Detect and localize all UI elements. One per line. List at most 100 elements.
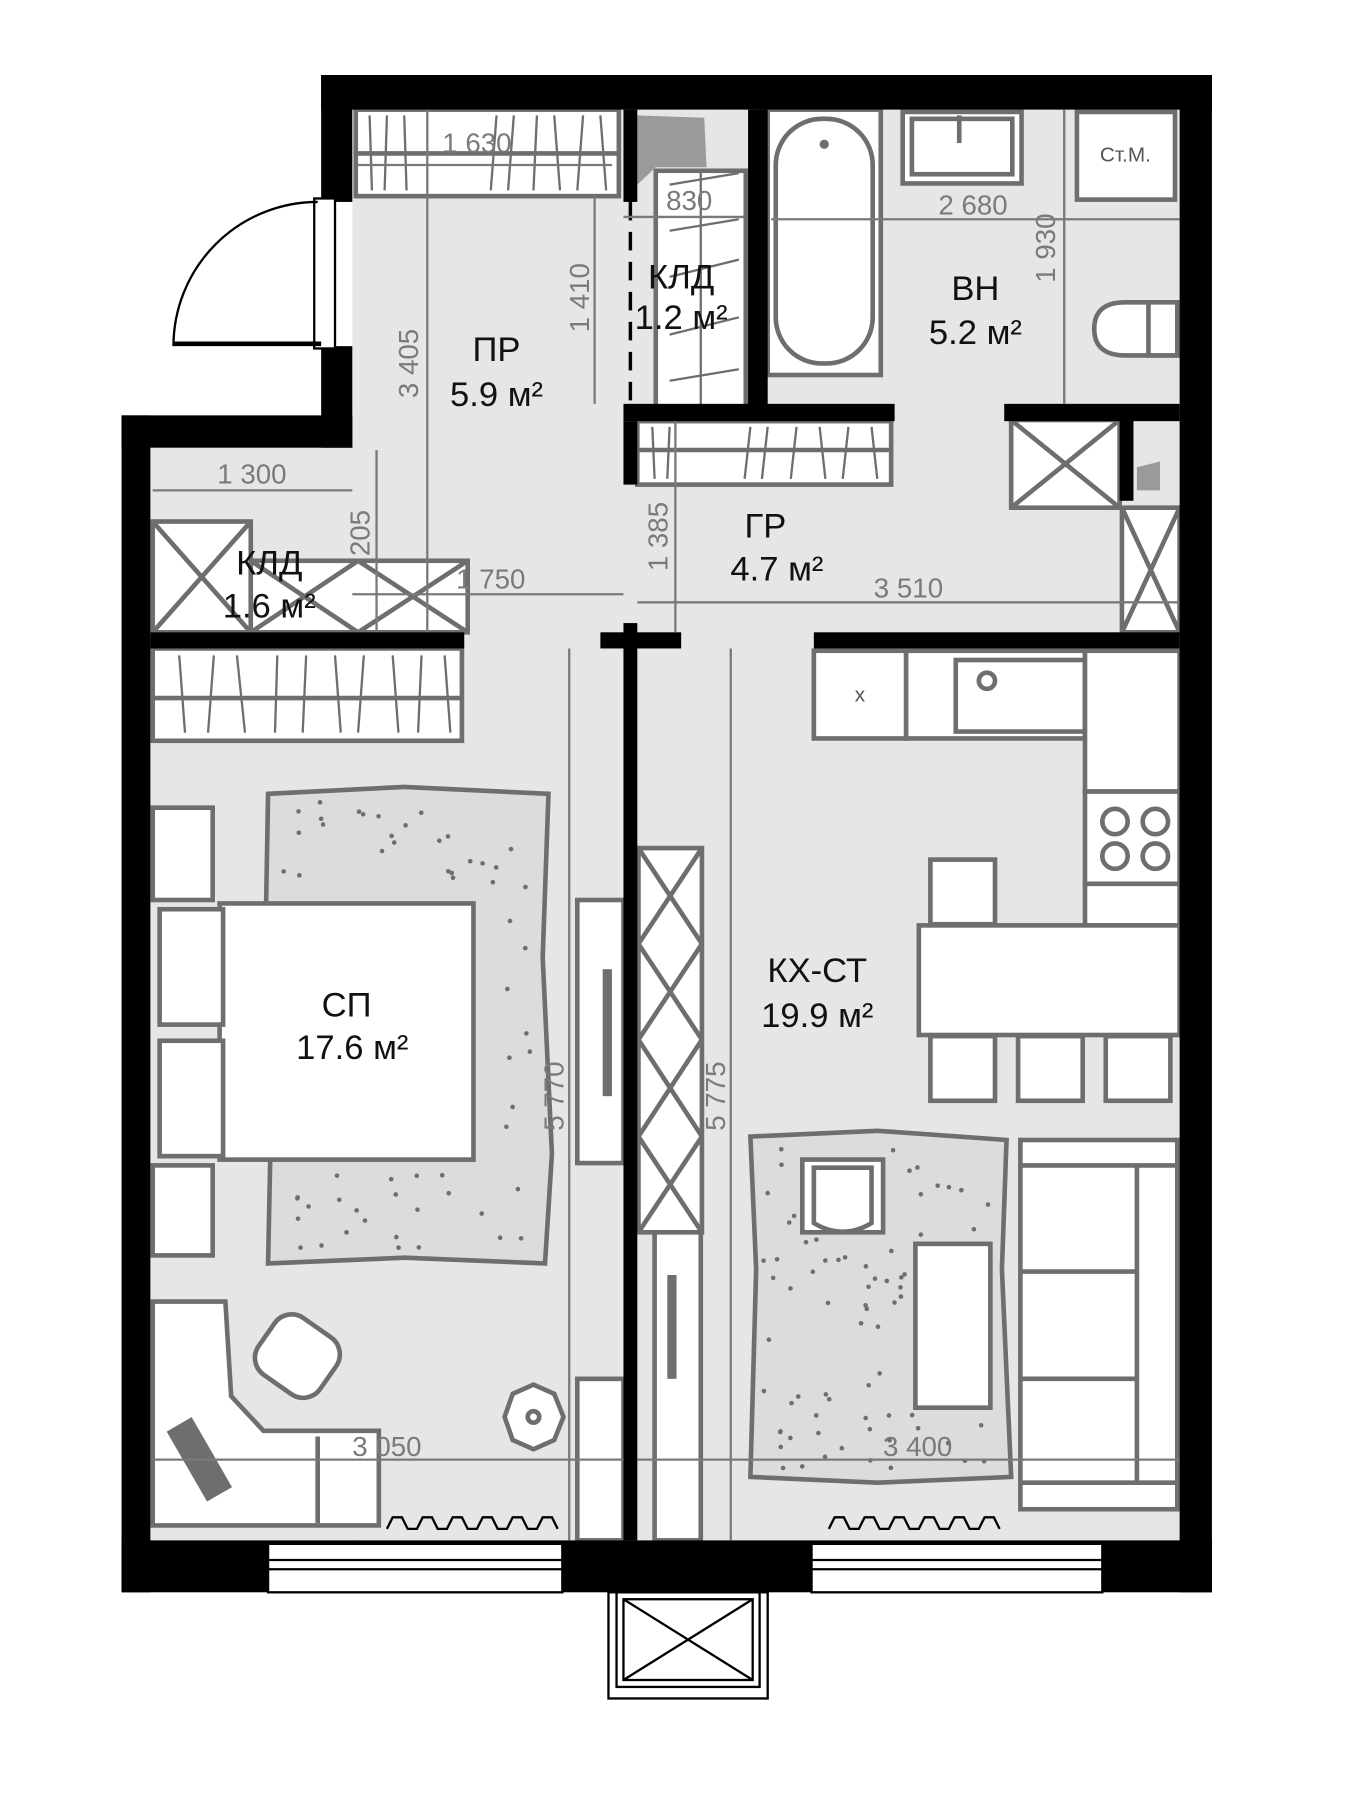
- windows: [266, 1542, 1104, 1594]
- dim-closet-left-offset: 205: [345, 510, 376, 556]
- rug-dot: [480, 861, 485, 866]
- dim-bathroom-width: 2 680: [938, 190, 1007, 221]
- dim-hall-width: 1 750: [456, 563, 525, 594]
- rug-dot: [393, 1192, 399, 1197]
- dim-wardrobe-room-width: 3 510: [874, 573, 943, 604]
- coffee-table: [913, 1241, 993, 1410]
- rug-dot: [504, 1124, 509, 1130]
- rug-dot: [522, 945, 528, 951]
- rug-dot: [778, 1146, 784, 1152]
- rug-dot: [298, 1245, 303, 1250]
- rug-dot: [872, 1276, 878, 1281]
- rug-dot: [317, 800, 323, 805]
- rug-dot: [376, 813, 381, 819]
- closet-small-shelves: [637, 115, 749, 410]
- bedroom-radiator: [385, 1516, 559, 1530]
- rug-dot: [761, 1388, 767, 1394]
- rug-dot: [505, 986, 510, 992]
- rug-dot: [791, 1213, 797, 1219]
- dim-bathroom-depth: 1 930: [1030, 213, 1061, 282]
- rug-dot: [766, 1337, 772, 1343]
- dim-kitchen-width: 3 400: [883, 1431, 952, 1462]
- rug-dot: [515, 1186, 521, 1192]
- sofa: [1018, 1137, 1180, 1512]
- rug-dot: [336, 1197, 342, 1203]
- rug-dot: [788, 1286, 793, 1291]
- room-closet-small-area: 1.2 м²: [635, 299, 728, 337]
- rug-dot: [978, 1422, 984, 1428]
- rug-dot: [414, 1173, 420, 1179]
- rug-dot: [510, 1104, 515, 1110]
- rug-dot: [863, 1303, 868, 1308]
- dim-closet-left-width: 1 300: [217, 458, 286, 489]
- rug-dot: [389, 833, 394, 839]
- room-labels: ПР 5.9 м² КЛД 1.2 м² ВН 5.2 м² КЛД 1.6 м…: [223, 258, 1022, 1067]
- rug-dot: [778, 1444, 784, 1450]
- rug-dot: [403, 823, 408, 828]
- rug-dot: [788, 1435, 793, 1441]
- room-bedroom-area: 17.6 м²: [296, 1029, 408, 1067]
- rug-dot: [418, 810, 424, 816]
- rug-dot: [770, 1275, 776, 1281]
- rug-dot: [497, 1235, 503, 1240]
- rug-dot: [446, 868, 451, 874]
- rug-dot: [915, 1165, 920, 1170]
- rug-dot: [761, 1258, 766, 1263]
- washing-machine-label: Ст.М.: [1100, 144, 1151, 167]
- rug-dot: [319, 1243, 324, 1248]
- rug-dot: [524, 1031, 529, 1036]
- rug-dot: [945, 1440, 951, 1446]
- rug-dot: [334, 1173, 340, 1178]
- rug-dot: [362, 1218, 368, 1223]
- rug-dot: [296, 830, 302, 836]
- room-closet-left-label: КЛД: [236, 545, 302, 583]
- rug-dot: [777, 1429, 783, 1435]
- rug-dot: [774, 1256, 780, 1262]
- rug-dot: [523, 884, 528, 890]
- kitchen-counter: х: [811, 648, 1182, 930]
- rug-dot: [816, 1430, 821, 1436]
- rug-dot: [507, 918, 513, 924]
- rug-dot: [888, 1465, 894, 1471]
- wardrobe-room-boxes: [1008, 417, 1182, 635]
- dim-bedroom-width: 3 050: [352, 1431, 421, 1462]
- rug-dot: [826, 1396, 832, 1402]
- rug-dot: [467, 858, 473, 864]
- rug-dot: [803, 1239, 809, 1245]
- rug-dot: [810, 1269, 816, 1275]
- rug-dot: [866, 1284, 871, 1290]
- rug-dot: [416, 1245, 422, 1250]
- rug-dot: [320, 822, 326, 827]
- entrance-door[interactable]: [172, 197, 337, 350]
- room-kitchen-living-label: КХ-СТ: [767, 952, 867, 990]
- rug-dot: [959, 1187, 964, 1193]
- rug-dot: [493, 865, 499, 870]
- rug-dot: [915, 1425, 921, 1431]
- rug-dot: [825, 1300, 831, 1306]
- rug-dot: [875, 1324, 881, 1330]
- rug-dot: [779, 1162, 784, 1168]
- rug-dot: [394, 1234, 399, 1240]
- fridge-label: х: [855, 684, 866, 707]
- rug-dot: [789, 1400, 794, 1406]
- rug-dot: [780, 1465, 786, 1471]
- rug-dot: [295, 1216, 301, 1222]
- rug-dot: [918, 1232, 924, 1237]
- rug-dot: [379, 848, 385, 854]
- rug-dot: [795, 1394, 801, 1399]
- rug-dot: [898, 1294, 904, 1299]
- rug-dot: [902, 1272, 907, 1277]
- armchair: [800, 1157, 886, 1235]
- rug-dot: [823, 1392, 829, 1397]
- bathtub: [765, 107, 884, 378]
- rug-dot: [863, 1415, 869, 1421]
- rug-dots: [761, 1146, 991, 1471]
- dimension-lines: [152, 109, 1180, 1541]
- rug-dot: [490, 879, 496, 885]
- rug-dot: [839, 1445, 845, 1451]
- rug-dot: [889, 1248, 894, 1254]
- rug-dot: [858, 1320, 864, 1326]
- rug-dot: [935, 1183, 940, 1188]
- rug-dot: [479, 1211, 485, 1216]
- rug-dot: [892, 1300, 897, 1305]
